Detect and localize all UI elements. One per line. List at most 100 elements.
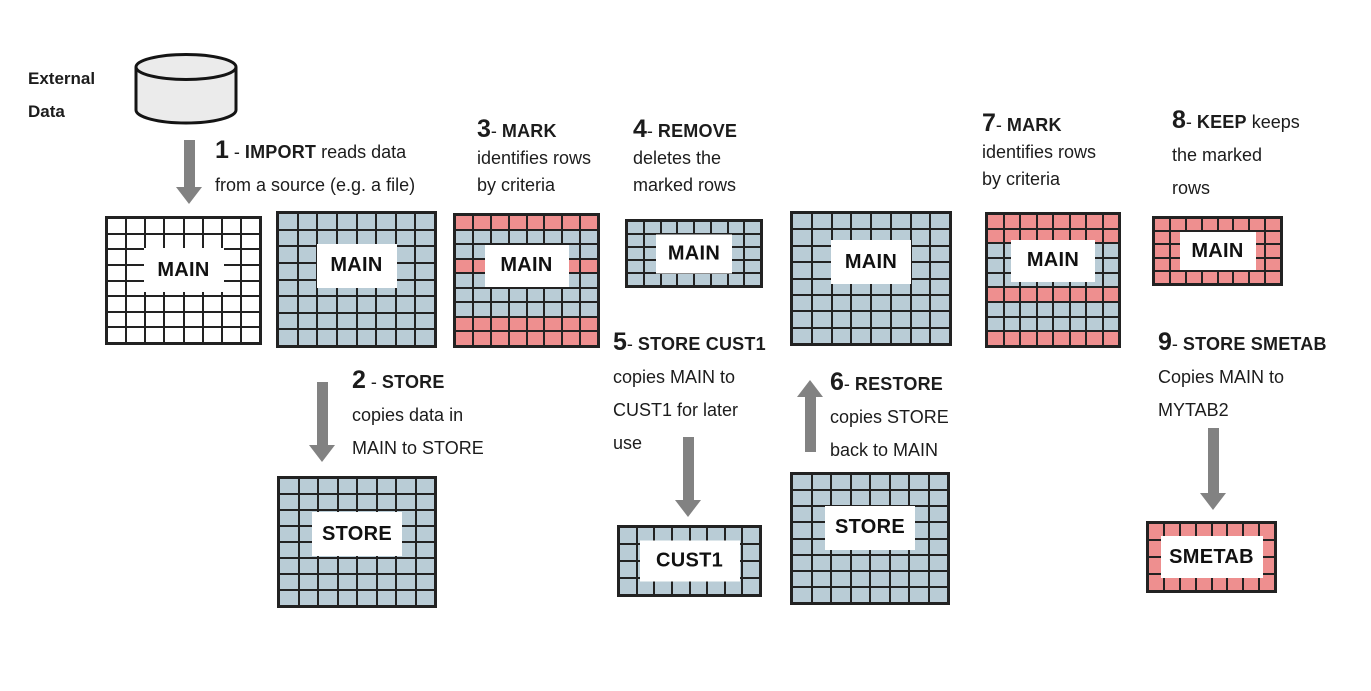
grid-cell bbox=[928, 490, 948, 507]
grid-cell bbox=[202, 296, 222, 312]
grid-cell bbox=[1036, 331, 1053, 346]
grid-cell bbox=[1086, 302, 1103, 317]
grid-cell bbox=[337, 574, 357, 590]
grid-cell bbox=[1102, 287, 1119, 302]
grid-cell bbox=[1069, 331, 1086, 346]
grid-cell bbox=[889, 586, 909, 603]
step-number: 4 bbox=[633, 115, 647, 143]
grid-cell bbox=[472, 302, 491, 317]
grid-cell bbox=[1053, 302, 1070, 317]
grid-cell bbox=[278, 262, 298, 280]
grid-cell bbox=[415, 558, 435, 574]
grid-cell bbox=[107, 233, 127, 250]
grid-cell bbox=[297, 213, 318, 230]
grid-cell bbox=[455, 331, 473, 346]
grid-cell bbox=[298, 574, 318, 590]
step-text-line: by criteria bbox=[982, 169, 1061, 189]
grid-cell bbox=[792, 586, 812, 603]
step-number: 2 bbox=[352, 366, 366, 394]
step-text-line: CUST1 for later bbox=[613, 400, 739, 420]
grid-cell bbox=[279, 510, 299, 526]
step-text-line: from a source (e.g. a file) bbox=[215, 175, 416, 195]
step-heading: 6- RESTORE bbox=[830, 368, 943, 396]
table-label: MAIN bbox=[656, 234, 732, 273]
grid-cell bbox=[871, 311, 891, 328]
grid-cell bbox=[792, 474, 812, 491]
grid-cell bbox=[910, 245, 931, 263]
grid-cell bbox=[811, 278, 832, 295]
step-3: 3- MARK identifies rows by criteria bbox=[477, 116, 591, 199]
grid-cell bbox=[356, 213, 377, 230]
grid-cell bbox=[660, 273, 678, 286]
step-number: 3 bbox=[477, 115, 491, 143]
grid-cell bbox=[278, 296, 298, 313]
grid-cell bbox=[126, 327, 146, 343]
step-8: 8- KEEP keeps the marked rows bbox=[1172, 104, 1300, 205]
grid-cell bbox=[890, 327, 911, 344]
step-text-line: MYTAB2 bbox=[1158, 400, 1229, 420]
grid-cell bbox=[889, 474, 909, 491]
grid-cell bbox=[415, 262, 435, 280]
grid-cell bbox=[677, 221, 694, 234]
grid-cell bbox=[744, 221, 761, 234]
grid-cell bbox=[792, 490, 812, 507]
grid-cell bbox=[744, 234, 761, 247]
grid-cell bbox=[930, 245, 950, 263]
grid-cell bbox=[710, 273, 728, 286]
grid-cell bbox=[910, 262, 931, 279]
grid-cell bbox=[415, 542, 435, 558]
grid-cell bbox=[455, 273, 473, 288]
step-heading: 8- KEEP keeps bbox=[1172, 106, 1300, 134]
grid-cell bbox=[1069, 302, 1086, 317]
grid-cell bbox=[544, 215, 563, 230]
grid-cell bbox=[580, 244, 598, 259]
step-text-line: deletes the bbox=[633, 148, 722, 168]
grid-cell bbox=[298, 558, 318, 574]
grid-cell bbox=[357, 494, 377, 510]
step-keyword: MARK bbox=[501, 121, 557, 141]
grid-cell bbox=[202, 327, 222, 343]
grid-cell bbox=[376, 558, 396, 574]
step-heading: 1 - IMPORT reads data bbox=[215, 136, 407, 164]
grid-cell bbox=[317, 312, 337, 330]
grid-cell bbox=[126, 296, 146, 312]
grid-cell bbox=[415, 296, 435, 313]
grid-cell bbox=[619, 527, 637, 544]
grid-cell bbox=[145, 218, 165, 234]
step-text-line: MAIN to STORE bbox=[352, 438, 484, 458]
grid-cell bbox=[318, 574, 338, 590]
grid-cell bbox=[376, 213, 396, 230]
grid-cell bbox=[455, 244, 473, 259]
grid-cell bbox=[508, 229, 527, 245]
grid-cell bbox=[744, 260, 761, 273]
grid-cell bbox=[279, 478, 299, 494]
grid-cell bbox=[928, 554, 948, 571]
grid-cell bbox=[1086, 287, 1103, 302]
grid-cell bbox=[1020, 287, 1037, 302]
grid-cell bbox=[318, 494, 338, 510]
grid-cell bbox=[562, 229, 581, 245]
grid-cell bbox=[909, 554, 929, 571]
grid-cell bbox=[356, 296, 377, 313]
grid-cell bbox=[396, 590, 416, 606]
grid-cell bbox=[1086, 214, 1103, 229]
grid-cell bbox=[792, 229, 812, 246]
grid-cell bbox=[850, 490, 870, 507]
step-text-line: rows bbox=[1172, 178, 1211, 198]
grid-cell bbox=[811, 213, 832, 230]
grid-cell bbox=[562, 316, 581, 332]
grid-cell bbox=[415, 279, 435, 297]
step-text-line: identifies rows bbox=[982, 142, 1097, 162]
step-number: 6 bbox=[830, 368, 844, 396]
grid-cell bbox=[297, 296, 318, 313]
step-7: 7- MARK identifies rows by criteria bbox=[982, 110, 1096, 193]
grid-cell bbox=[660, 221, 678, 234]
step-text-line: back to MAIN bbox=[830, 440, 939, 460]
grid-cell bbox=[930, 278, 950, 295]
grid-cell bbox=[580, 229, 598, 245]
grid-cell bbox=[395, 279, 416, 297]
step-number: 9 bbox=[1158, 328, 1172, 356]
grid-cell bbox=[415, 329, 435, 346]
grid-cell bbox=[987, 272, 1004, 288]
grid-cell bbox=[472, 287, 491, 303]
